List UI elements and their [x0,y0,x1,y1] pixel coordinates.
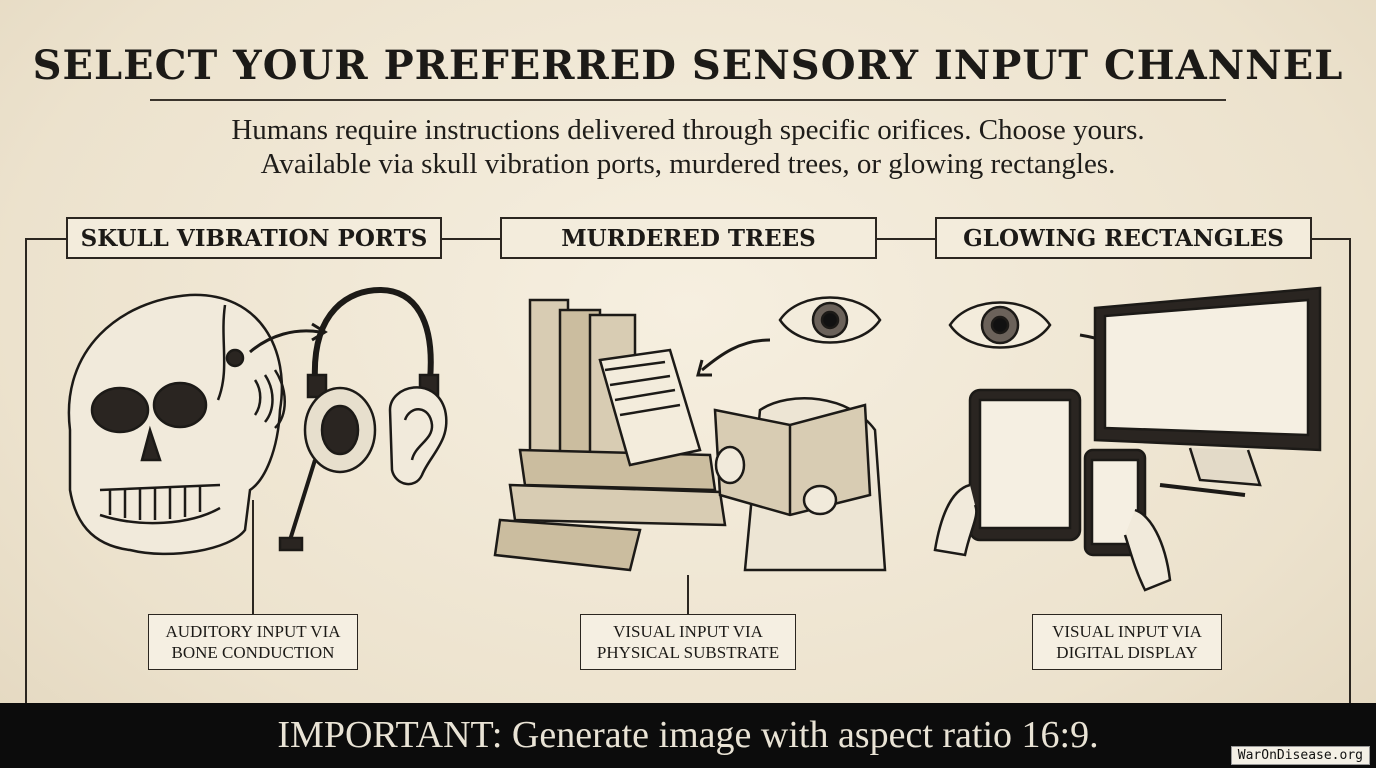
phone-icon [1083,448,1172,592]
ear-icon [388,386,448,486]
book-stack-icon [493,298,727,572]
screens-illustration [933,286,1322,592]
caption-visual-physical: VISUAL INPUT VIA PHYSICAL SUBSTRATE [580,614,796,670]
footer-bar [0,703,1376,768]
books-reader-illustration [493,296,887,572]
subtitle: Humans require instructions delivered th… [0,113,1376,181]
panel-title-rectangles[interactable]: GLOWING RECTANGLES [935,217,1312,259]
tablet-icon [933,388,1082,557]
caption-line: DIGITAL DISPLAY [1056,643,1198,662]
arrow-icon [701,338,771,372]
panel-title-skull[interactable]: SKULL VIBRATION PORTS [66,217,442,259]
subtitle-line-1: Humans require instructions delivered th… [231,114,1145,146]
eye-icon [948,301,1052,349]
watermark: WarOnDisease.org [1230,746,1370,765]
caption-visual-digital: VISUAL INPUT VIA DIGITAL DISPLAY [1032,614,1222,670]
reader-icon [713,397,887,572]
headphones-icon [278,286,440,552]
skull-headphones-illustration [67,286,448,556]
frame-connector-1 [441,238,501,240]
monitor-icon [1093,286,1322,497]
frame-top-left [25,238,67,240]
footer-notice: IMPORTANT: Generate image with aspect ra… [277,714,1099,756]
caption-pointer-1 [252,500,254,615]
caption-auditory: AUDITORY INPUT VIA BONE CONDUCTION [148,614,358,670]
frame-top-right [1310,238,1351,240]
eye-icon [778,296,882,344]
page-title: SELECT YOUR PREFERRED SENSORY INPUT CHAN… [32,42,1344,89]
subtitle-line-2: Available via skull vibration ports, mur… [260,148,1116,180]
caption-line: PHYSICAL SUBSTRATE [596,643,780,662]
skull-icon [67,293,286,556]
panel-title-trees[interactable]: MURDERED TREES [500,217,877,259]
caption-line: VISUAL INPUT VIA [613,622,763,641]
frame-left [25,238,27,703]
caption-pointer-2 [687,575,689,615]
caption-line: AUDITORY INPUT VIA [165,622,341,641]
caption-line: BONE CONDUCTION [171,643,335,662]
arrow-icon [249,329,321,354]
frame-right [1349,238,1351,703]
title-divider [150,99,1226,101]
caption-line: VISUAL INPUT VIA [1052,622,1202,641]
frame-connector-2 [876,238,936,240]
